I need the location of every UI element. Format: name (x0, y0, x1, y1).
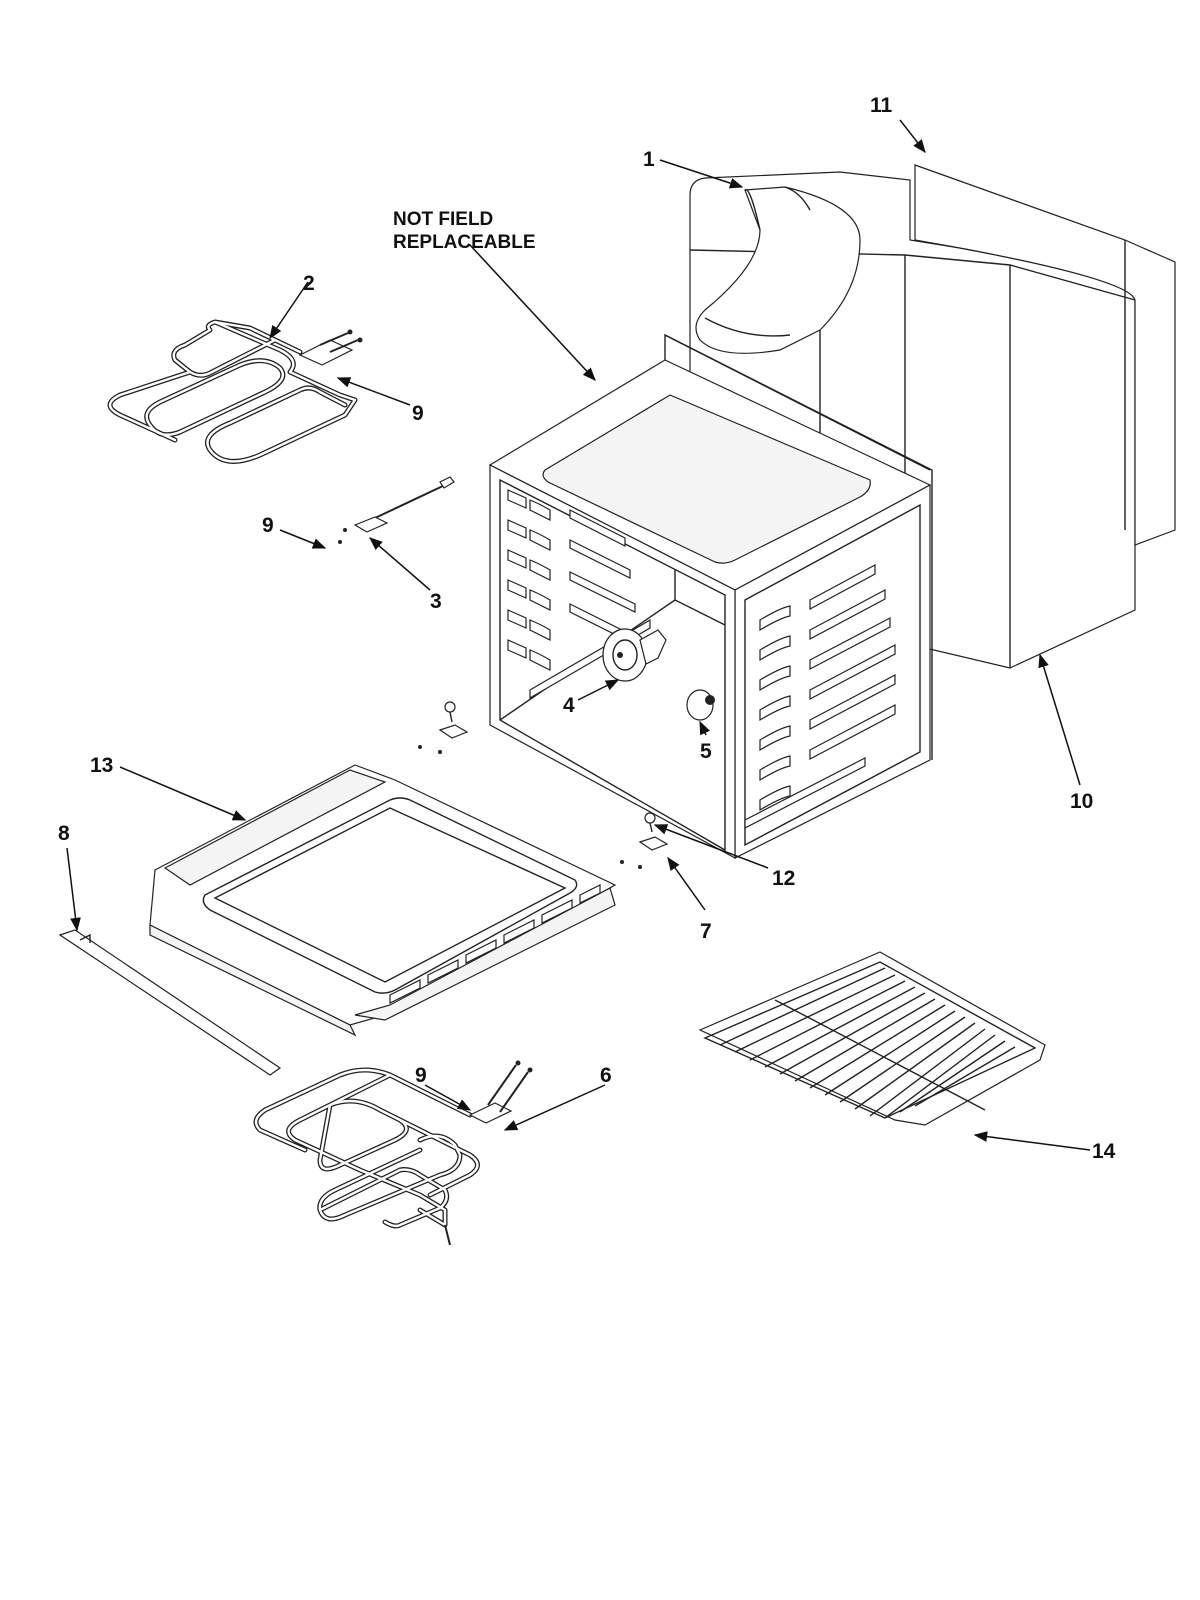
rack-wires (719, 967, 1016, 1119)
callout-3: 3 (430, 590, 442, 613)
oven-rack-part-14 (698, 951, 1046, 1126)
callout-9-lower: 9 (415, 1064, 427, 1087)
callout-4: 4 (563, 694, 575, 717)
callout-labels: NOT FIELD REPLACEABLE 1 2 9 9 3 4 5 11 1… (58, 94, 1116, 1163)
callout-9-upper: 9 (412, 402, 424, 425)
hinge-bracket-part-7 (620, 812, 669, 869)
note-line-1: NOT FIELD (393, 209, 493, 230)
rear-insulation-part-11 (914, 164, 1176, 546)
convection-fan-part-4 (602, 628, 667, 682)
callout-10: 10 (1070, 790, 1093, 813)
vent-duct-part-1 (695, 186, 861, 354)
callout-8: 8 (58, 822, 70, 845)
callout-9-middle: 9 (262, 514, 274, 537)
callout-11: 11 (870, 94, 893, 117)
bake-element-part-6 (253, 1060, 533, 1246)
callout-2: 2 (303, 272, 315, 295)
oven-bottom-part-13 (149, 764, 617, 1037)
temperature-sensor-part-3 (338, 476, 455, 544)
callout-7: 7 (700, 920, 712, 943)
cavity-right-slots (744, 563, 896, 829)
leader-lines (66, 119, 1091, 1151)
oven-light-part-5 (686, 689, 715, 721)
hinge-bracket-upper (418, 701, 469, 754)
callout-14: 14 (1092, 1140, 1116, 1163)
broil-element-part-2 (107, 319, 363, 464)
callout-12: 12 (772, 867, 795, 890)
callout-6: 6 (600, 1064, 612, 1087)
note-line-2: REPLACEABLE (393, 232, 536, 253)
callout-5: 5 (700, 740, 712, 763)
callout-1: 1 (643, 148, 655, 171)
callout-13: 13 (90, 754, 113, 777)
trim-strip-part-8 (58, 929, 282, 1076)
